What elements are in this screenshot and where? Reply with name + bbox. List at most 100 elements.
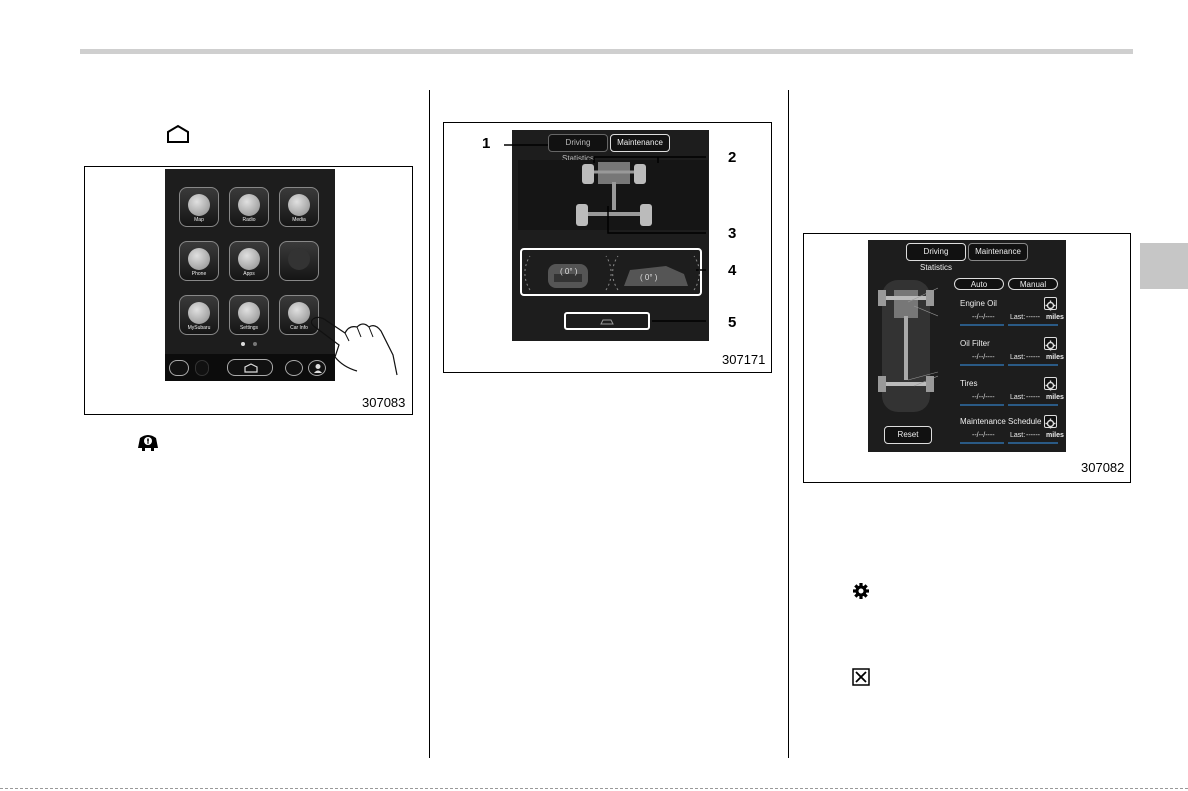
app-label: Apps	[243, 271, 255, 277]
app-label: Map	[194, 217, 204, 223]
bottom-mode-bar[interactable]	[564, 312, 650, 330]
driving-statistics-display: Driving Statistics Maintenance (	[512, 130, 709, 341]
tab-maintenance[interactable]: Maintenance	[610, 134, 670, 152]
app-label: MySubaru	[187, 325, 211, 331]
app-car-info[interactable]: Car Info	[279, 295, 319, 335]
app-label: Radio	[242, 217, 256, 223]
car-info-icon	[288, 302, 310, 324]
media-note-icon	[288, 194, 310, 216]
dock-home-button[interactable]	[227, 359, 273, 376]
svg-text:( 0° ): ( 0° )	[640, 273, 658, 282]
callout-1: 1	[482, 135, 491, 152]
dock-car-button[interactable]	[169, 360, 189, 376]
callout-2: 2	[728, 149, 737, 166]
figure-maintenance: Driving Statistics Maintenance Auto Manu…	[803, 233, 1131, 483]
item-last-underline	[1008, 404, 1058, 406]
gear-icon	[1045, 418, 1056, 429]
header-rule	[80, 49, 1133, 54]
gear-icon	[1045, 340, 1056, 351]
tab-driving-statistics[interactable]: Driving Statistics	[548, 134, 608, 163]
item-date: --/--/----	[972, 314, 995, 321]
car-outline-icon	[600, 319, 614, 325]
app-blank[interactable]	[279, 241, 319, 281]
gear-icon	[853, 583, 869, 599]
column-divider-right	[788, 90, 789, 758]
item-last-underline	[1008, 442, 1058, 444]
app-label: Car Info	[290, 325, 308, 331]
app-radio[interactable]: Radio	[229, 187, 269, 227]
callout-leader-lines	[504, 144, 706, 322]
page-bottom-rule	[0, 788, 1188, 789]
item-unit: miles	[1046, 314, 1064, 321]
mysubaru-icon	[188, 302, 210, 324]
column-divider-left	[429, 90, 430, 758]
gear-icon	[1045, 380, 1056, 391]
maintenance-display: Driving Statistics Maintenance Auto Manu…	[868, 240, 1066, 452]
item-last-underline	[1008, 364, 1058, 366]
item-settings-button[interactable]	[1044, 297, 1057, 311]
figure-number: 307083	[362, 395, 406, 410]
map-icon	[188, 194, 210, 216]
home-icon	[167, 124, 189, 143]
item-name: Oil Filter	[960, 339, 990, 348]
figure-driving-statistics: Driving Statistics Maintenance (	[443, 122, 772, 373]
callout-5: 5	[728, 314, 737, 331]
item-name: Maintenance Schedule	[960, 417, 1042, 426]
item-settings-button[interactable]	[1044, 377, 1057, 391]
item-last-label: Last:	[1010, 354, 1026, 361]
item-unit: miles	[1046, 394, 1064, 401]
item-date: --/--/----	[972, 394, 995, 401]
app-apps[interactable]: Apps	[229, 241, 269, 281]
home-icon	[244, 363, 258, 373]
app-media[interactable]: Media	[279, 187, 319, 227]
page-dot-active	[241, 342, 245, 346]
app-mysubaru[interactable]: MySubaru	[179, 295, 219, 335]
tapping-hand-illustration	[310, 316, 398, 376]
close-box-icon	[852, 668, 870, 686]
phone-icon	[188, 248, 210, 270]
drivetrain-diagram	[576, 162, 652, 226]
svg-text:( 0° ): ( 0° )	[560, 267, 578, 276]
dock-profile-button[interactable]	[308, 360, 326, 376]
tab-driving-statistics[interactable]: Driving Statistics	[906, 243, 966, 272]
reset-button[interactable]: Reset	[884, 426, 932, 444]
car-top-view-diagram	[878, 280, 938, 412]
item-last-underline	[1008, 324, 1058, 326]
manual-mode-button[interactable]: Manual	[1008, 278, 1058, 290]
item-unit: miles	[1046, 354, 1064, 361]
page-dot	[253, 342, 257, 346]
item-date-underline	[960, 324, 1004, 326]
item-unit: miles	[1046, 432, 1064, 439]
item-settings-button[interactable]	[1044, 337, 1057, 351]
settings-gears-icon	[238, 302, 260, 324]
app-phone[interactable]: Phone	[179, 241, 219, 281]
auto-mode-button[interactable]: Auto	[954, 278, 1004, 290]
item-last-label: Last:	[1010, 432, 1026, 439]
app-settings[interactable]: Settings	[229, 295, 269, 335]
blank-app-icon	[288, 248, 310, 270]
dock-blank-button[interactable]	[195, 360, 209, 376]
app-map[interactable]: Map	[179, 187, 219, 227]
car-info-icon	[138, 435, 158, 451]
item-date: --/--/----	[972, 432, 995, 439]
item-last-value: ------	[1026, 354, 1040, 361]
apps-grid-icon	[238, 248, 260, 270]
chapter-tab	[1140, 243, 1188, 289]
item-date-underline	[960, 404, 1004, 406]
item-date: --/--/----	[972, 354, 995, 361]
radio-icon	[238, 194, 260, 216]
figure-number: 307171	[722, 352, 766, 367]
item-last-label: Last:	[1010, 314, 1026, 321]
dock-phone-settings-button[interactable]	[285, 360, 303, 376]
gear-icon	[1045, 300, 1056, 311]
callout-3: 3	[728, 225, 737, 242]
app-label: Phone	[191, 271, 207, 277]
item-settings-button[interactable]	[1044, 415, 1057, 429]
figure-number: 307082	[1081, 460, 1125, 475]
inclinometer-panel: ( 0° ) ( 0° )	[520, 248, 702, 296]
item-date-underline	[960, 442, 1004, 444]
tab-maintenance[interactable]: Maintenance	[968, 243, 1028, 261]
pitch-roll-gauges: ( 0° ) ( 0° )	[524, 255, 700, 291]
